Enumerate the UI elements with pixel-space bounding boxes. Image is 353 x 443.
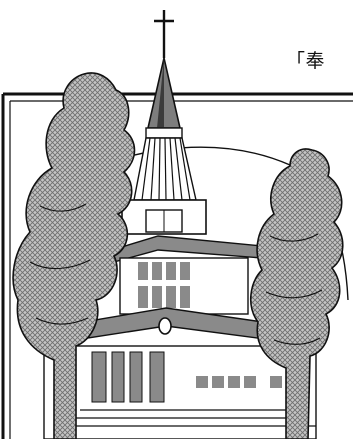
cross-icon <box>154 10 174 58</box>
upper-roof <box>91 235 263 315</box>
tower <box>121 199 207 235</box>
main-wall <box>43 345 317 440</box>
pine-tree-icon <box>12 72 136 440</box>
title-caption: 「奉 <box>286 50 326 72</box>
pine-tree-icon <box>250 148 344 440</box>
spire <box>133 57 197 201</box>
